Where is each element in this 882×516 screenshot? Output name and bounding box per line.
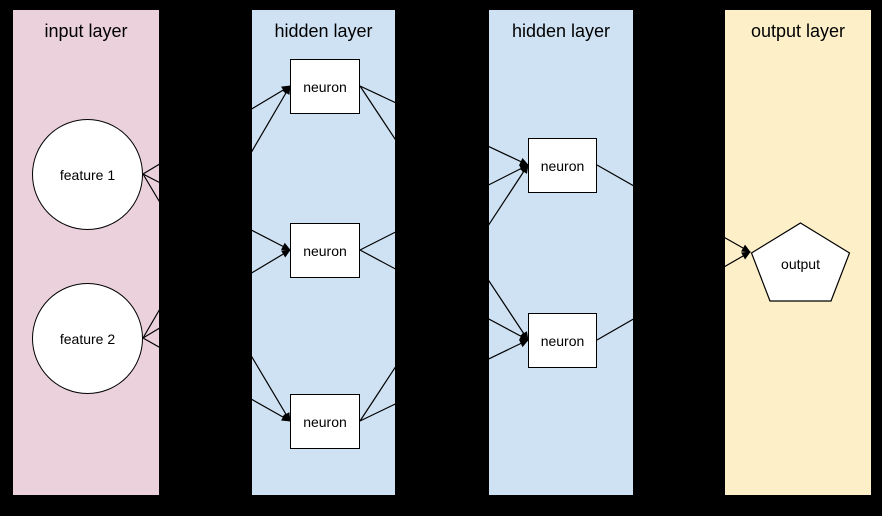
node-hidden2-neuron-1-label: neuron xyxy=(540,157,585,174)
node-hidden2-neuron-2-label: neuron xyxy=(540,332,585,349)
layer-title-hidden-2: hidden layer xyxy=(511,21,611,41)
node-hidden1-neuron-2: neuron xyxy=(290,223,360,278)
layer-panel-input: input layer xyxy=(13,10,159,495)
node-hidden2-neuron-2: neuron xyxy=(528,313,597,368)
node-feature-2-label: feature 2 xyxy=(59,330,116,347)
node-feature-1-label: feature 1 xyxy=(59,166,116,183)
node-hidden1-neuron-2-label: neuron xyxy=(303,242,347,259)
node-hidden2-neuron-1: neuron xyxy=(528,138,597,193)
layer-title-hidden-1: hidden layer xyxy=(274,21,373,41)
node-hidden1-neuron-1: neuron xyxy=(290,59,360,114)
node-feature-1: feature 1 xyxy=(32,119,143,230)
layer-title-input: input layer xyxy=(44,21,128,41)
node-hidden1-neuron-3-label: neuron xyxy=(303,413,347,430)
node-hidden1-neuron-3: neuron xyxy=(290,394,360,449)
layer-panel-hidden-2: hidden layer xyxy=(489,10,633,495)
node-output-label: output xyxy=(781,256,820,272)
layer-title-output: output layer xyxy=(750,21,846,41)
pentagon-shape xyxy=(750,222,851,302)
node-output: output xyxy=(750,222,851,302)
node-feature-2: feature 2 xyxy=(32,283,143,394)
node-hidden1-neuron-1-label: neuron xyxy=(303,78,347,95)
